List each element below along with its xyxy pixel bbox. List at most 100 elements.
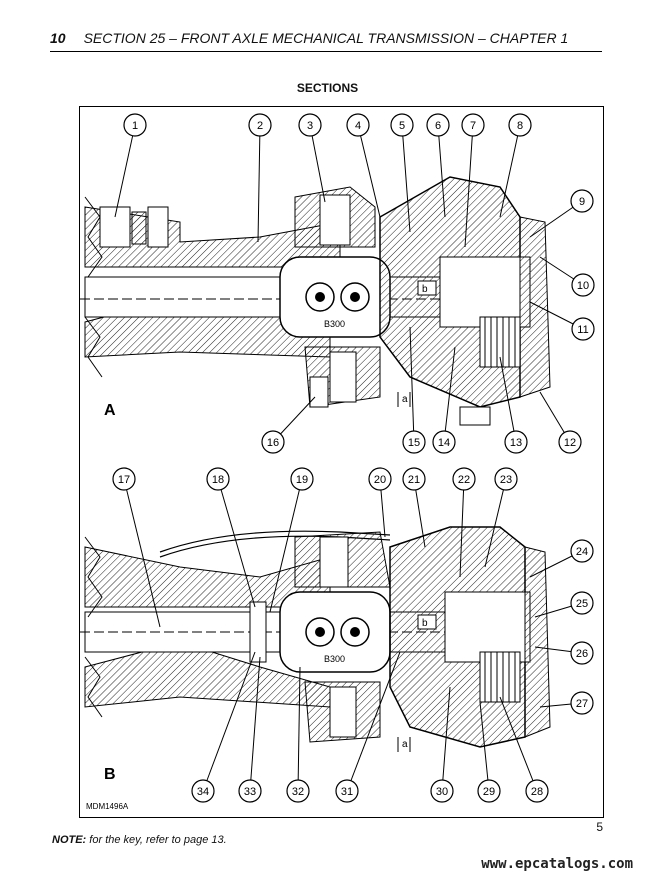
view-a-callout-circle-1: [123, 113, 147, 137]
view-a-drawing: b a B300 A: [80, 176, 551, 426]
view-b-callout-label-30: 30: [436, 786, 448, 798]
watermark: www.epcatalogs.com: [481, 856, 633, 872]
view-b-callout-circle-34: [191, 779, 215, 803]
view-b-callout-circle-18: [206, 467, 230, 491]
drawing-code: MDM1496A: [86, 802, 129, 811]
view-b-leader-17: [123, 478, 161, 628]
section-heading: SECTIONS: [296, 81, 359, 95]
view-a-leader-3: [309, 124, 326, 203]
view-b-callout-circle-26: [570, 641, 594, 665]
view-b-callout-circle-21: [402, 467, 426, 491]
view-b-callout-label-26: 26: [576, 648, 588, 660]
part-mark-a: B300: [324, 319, 345, 329]
dim-b-label-a: b: [422, 284, 428, 295]
view-b-drawing: b a B300 B MDM1496A: [80, 526, 551, 811]
view-a-leader-1: [114, 124, 136, 218]
note-label: NOTE:: [52, 834, 87, 846]
view-b-callout-label-31: 31: [341, 786, 353, 798]
view-a-callout-label-16: 16: [267, 437, 279, 449]
view-b-callout-label-25: 25: [576, 598, 588, 610]
view-b-callout-circle-20: [368, 467, 392, 491]
view-a-leader-15: [409, 326, 415, 443]
view-a-callout-label-8: 8: [517, 120, 523, 132]
view-b-callout-circle-23: [494, 467, 518, 491]
view-a-callout-label-15: 15: [408, 437, 420, 449]
view-b-callout-label-17: 17: [118, 474, 130, 486]
view-b-label: B: [104, 766, 116, 783]
header-page-number: 10: [50, 30, 66, 46]
view-b-callout-circle-25: [570, 591, 594, 615]
view-b-leader-32: [297, 666, 301, 792]
view-b-callout-label-20: 20: [374, 474, 386, 486]
view-b-callout-label-32: 32: [292, 786, 304, 798]
view-b-leader-28: [499, 696, 538, 792]
view-a-callout-circle-4: [346, 113, 370, 137]
view-b-callout-circle-22: [452, 467, 476, 491]
view-a-callout-label-12: 12: [564, 437, 576, 449]
footer-note: NOTE: for the key, refer to page 13.: [52, 834, 227, 846]
view-b-leader-29: [479, 701, 490, 792]
view-a-callout-label-14: 14: [438, 437, 450, 449]
view-a-leader-5: [401, 124, 411, 233]
view-b-callout-circle-29: [477, 779, 501, 803]
view-b-callout-circle-32: [286, 779, 310, 803]
view-a-callout-label-4: 4: [355, 120, 361, 132]
view-a-callout-label-1: 1: [132, 120, 138, 132]
view-a-callout-label-7: 7: [470, 120, 476, 132]
view-b-leader-22: [459, 478, 465, 578]
view-b-leader-31: [346, 651, 401, 792]
view-b-callout-label-22: 22: [458, 474, 470, 486]
view-a-leader-2: [257, 124, 261, 243]
view-a-callout-circle-11: [571, 317, 595, 341]
view-b-callout-label-21: 21: [408, 474, 420, 486]
view-a-leader-14: [443, 346, 456, 443]
view-a-leader-6: [437, 124, 446, 218]
view-a-callout-label-6: 6: [435, 120, 441, 132]
axle-section-drawing: b a B300 A: [80, 113, 595, 811]
view-b-callout-circle-30: [430, 779, 454, 803]
view-b-leader-23: [484, 478, 507, 568]
view-a-callout-circle-9: [570, 189, 594, 213]
view-b-callout-label-19: 19: [296, 474, 308, 486]
note-text: for the key, refer to page 13.: [89, 834, 227, 846]
view-a-callout-circle-13: [504, 430, 528, 454]
view-a-callout-label-11: 11: [577, 324, 588, 336]
view-a-callout-circle-16: [261, 430, 285, 454]
view-a-callout-circle-6: [426, 113, 450, 137]
view-a-callout-circle-3: [298, 113, 322, 137]
view-b-callout-circle-33: [238, 779, 262, 803]
view-b-callout-circle-31: [335, 779, 359, 803]
view-a-callout-label-5: 5: [399, 120, 405, 132]
view-b-callout-circle-19: [290, 467, 314, 491]
view-a-callout-label-3: 3: [307, 120, 313, 132]
dim-b-label-b: b: [422, 618, 428, 629]
view-a-callout-circle-8: [508, 113, 532, 137]
view-b-leader-30: [441, 686, 451, 792]
view-b-callout-label-18: 18: [212, 474, 224, 486]
view-b-callout-label-29: 29: [483, 786, 495, 798]
view-b-callout-circle-27: [570, 691, 594, 715]
view-a-callout-circle-5: [390, 113, 414, 137]
view-a-callout-circle-7: [461, 113, 485, 137]
view-a-callout-label-10: 10: [577, 280, 589, 292]
view-b-callout-circle-17: [112, 467, 136, 491]
view-b-callout-circle-24: [570, 539, 594, 563]
view-b-callout-circle-28: [525, 779, 549, 803]
technical-drawing: b a B300 A: [79, 106, 604, 818]
part-mark-b: B300: [324, 654, 345, 664]
view-b-leader-19: [269, 478, 303, 613]
view-a-callout-label-13: 13: [510, 437, 522, 449]
view-b-callout-label-28: 28: [531, 786, 543, 798]
view-a-leader-4: [357, 124, 381, 218]
view-b-callout-label-33: 33: [244, 786, 256, 798]
dim-a-label-a: a: [402, 394, 408, 405]
view-a-callout-label-9: 9: [579, 196, 585, 208]
page-number-bottom: 5: [596, 820, 603, 834]
view-b-leader-33: [249, 656, 261, 792]
view-a-leader-13: [499, 356, 517, 443]
view-b-callout-label-24: 24: [576, 546, 588, 558]
view-a-callout-circle-2: [248, 113, 272, 137]
view-a-callout-circle-10: [571, 273, 595, 297]
